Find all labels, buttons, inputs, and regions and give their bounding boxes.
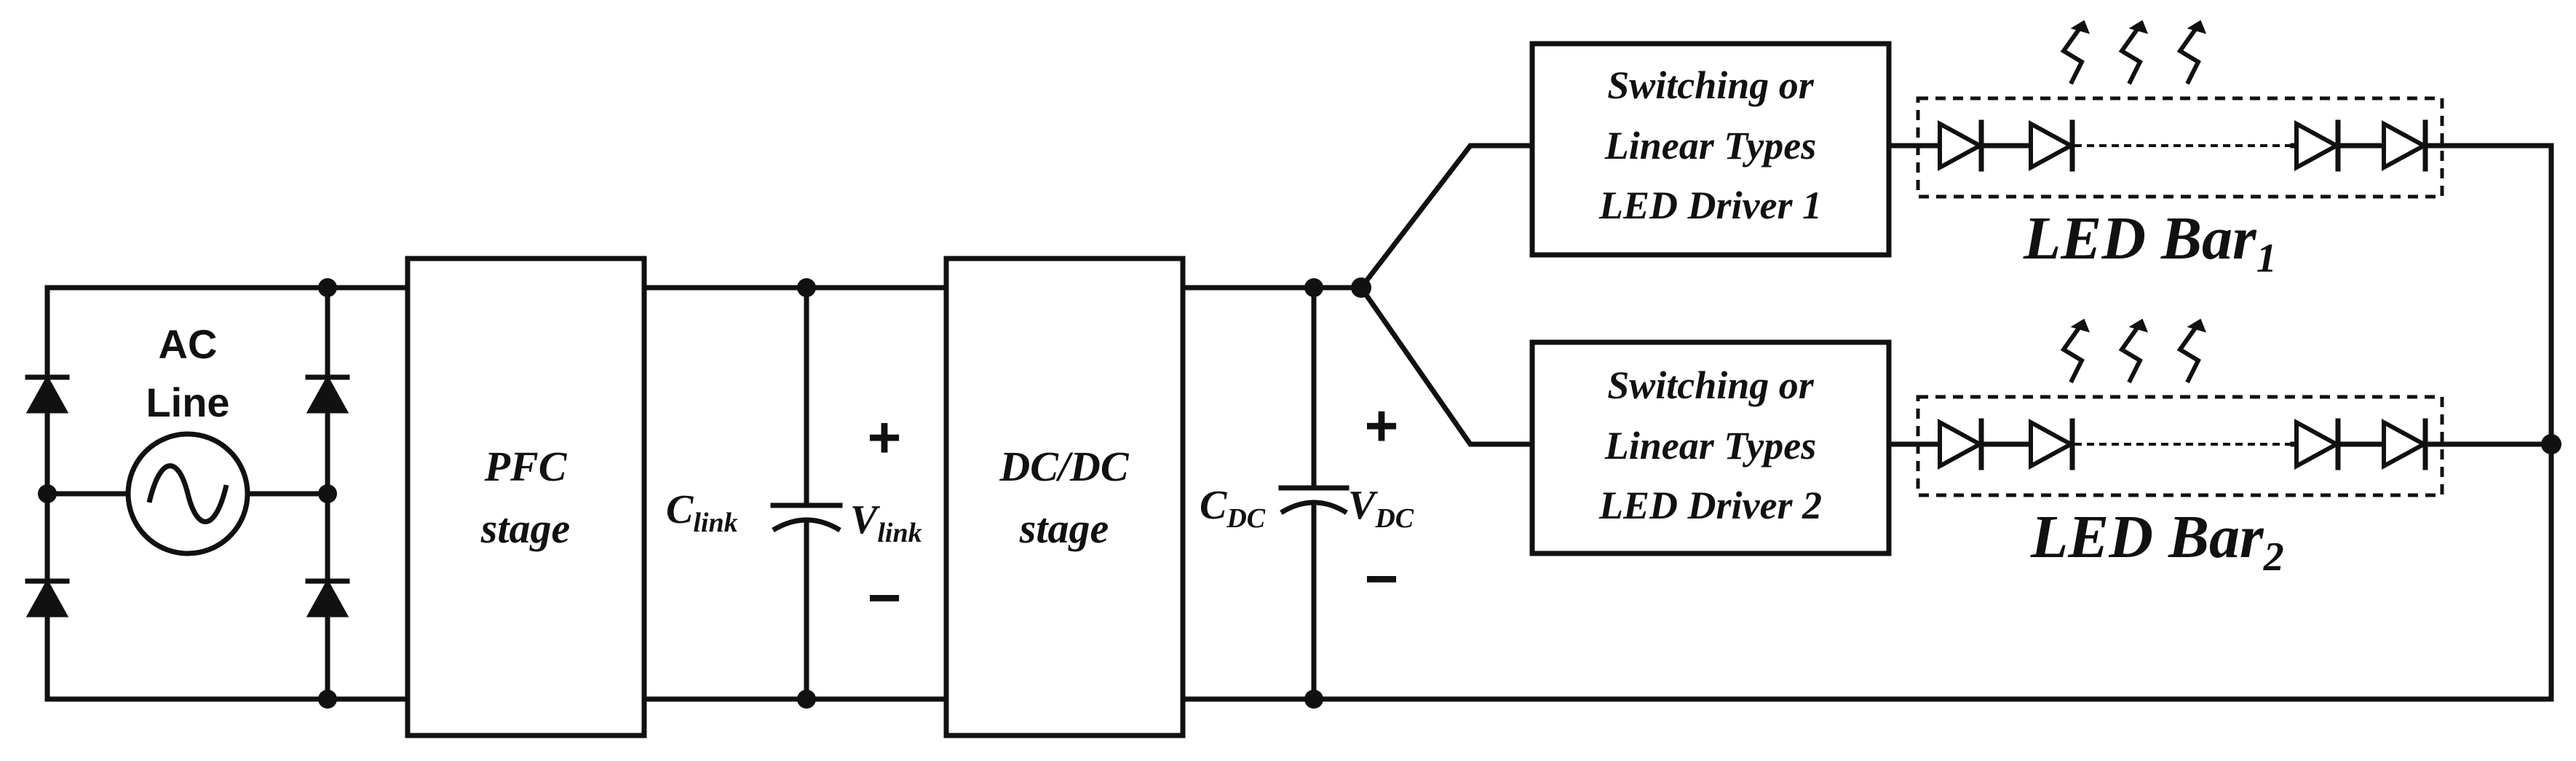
c-dc-capacitor xyxy=(1278,278,1350,709)
branch-wire-2 xyxy=(1358,284,1535,447)
driver2-label-3: LED Driver 2 xyxy=(1598,484,1822,527)
led-bar-1-label: LED Bar1 xyxy=(2023,205,2277,281)
led-bar-2-label: LED Bar2 xyxy=(2030,503,2284,580)
ac-source-icon xyxy=(125,431,250,556)
v-link-label: Vlink xyxy=(850,497,922,548)
return-junction-dot xyxy=(2541,434,2561,454)
dcdc-label-1: DC/DC xyxy=(999,443,1130,490)
driver1-label-2: Linear Types xyxy=(1604,124,1816,167)
c-link-capacitor xyxy=(770,278,843,709)
driver2-label-2: Linear Types xyxy=(1604,424,1816,468)
driver2-label-1: Switching or xyxy=(1607,363,1815,407)
diode-d2 xyxy=(25,578,70,618)
junction-dot xyxy=(318,484,337,503)
driver1-label-1: Switching or xyxy=(1607,63,1815,107)
pfc-stage-block: PFC stage xyxy=(405,256,647,738)
branch-wire-1 xyxy=(1358,143,1535,291)
light-emission-icon xyxy=(2060,318,2207,384)
ac-line-label-2: Line xyxy=(146,379,229,425)
light-emission-icon xyxy=(2060,20,2207,85)
diode-d3 xyxy=(305,374,350,414)
v-dc-label: VDC xyxy=(1348,483,1414,534)
pfc-label-2: stage xyxy=(480,505,570,552)
pfc-label-1: PFC xyxy=(484,443,568,490)
led-bar-1 xyxy=(1886,96,2554,199)
bridge-rectifier: AC Line xyxy=(25,278,411,709)
junction-dot xyxy=(318,278,337,297)
junction-dot xyxy=(318,690,337,709)
junction-dot xyxy=(38,484,57,503)
led-bar-2 xyxy=(1886,395,2554,497)
v-link-minus: − xyxy=(868,565,902,630)
led-driver-1-block: Switching or Linear Types LED Driver 1 xyxy=(1529,41,1892,258)
dcdc-label-2: stage xyxy=(1019,505,1109,552)
ac-line-label-1: AC xyxy=(159,321,218,367)
driver1-label-3: LED Driver 1 xyxy=(1598,184,1822,227)
v-dc-minus: − xyxy=(1365,546,1399,611)
c-dc-label: CDC xyxy=(1200,483,1266,534)
diode-d1 xyxy=(25,374,70,414)
dcdc-stage-block: DC/DC stage xyxy=(943,256,1186,738)
diode-d4 xyxy=(305,578,350,618)
led-driver-2-block: Switching or Linear Types LED Driver 2 xyxy=(1529,339,1892,556)
v-dc-plus: + xyxy=(1365,393,1399,458)
v-link-plus: + xyxy=(868,405,902,470)
c-link-label: Clink xyxy=(666,487,738,538)
